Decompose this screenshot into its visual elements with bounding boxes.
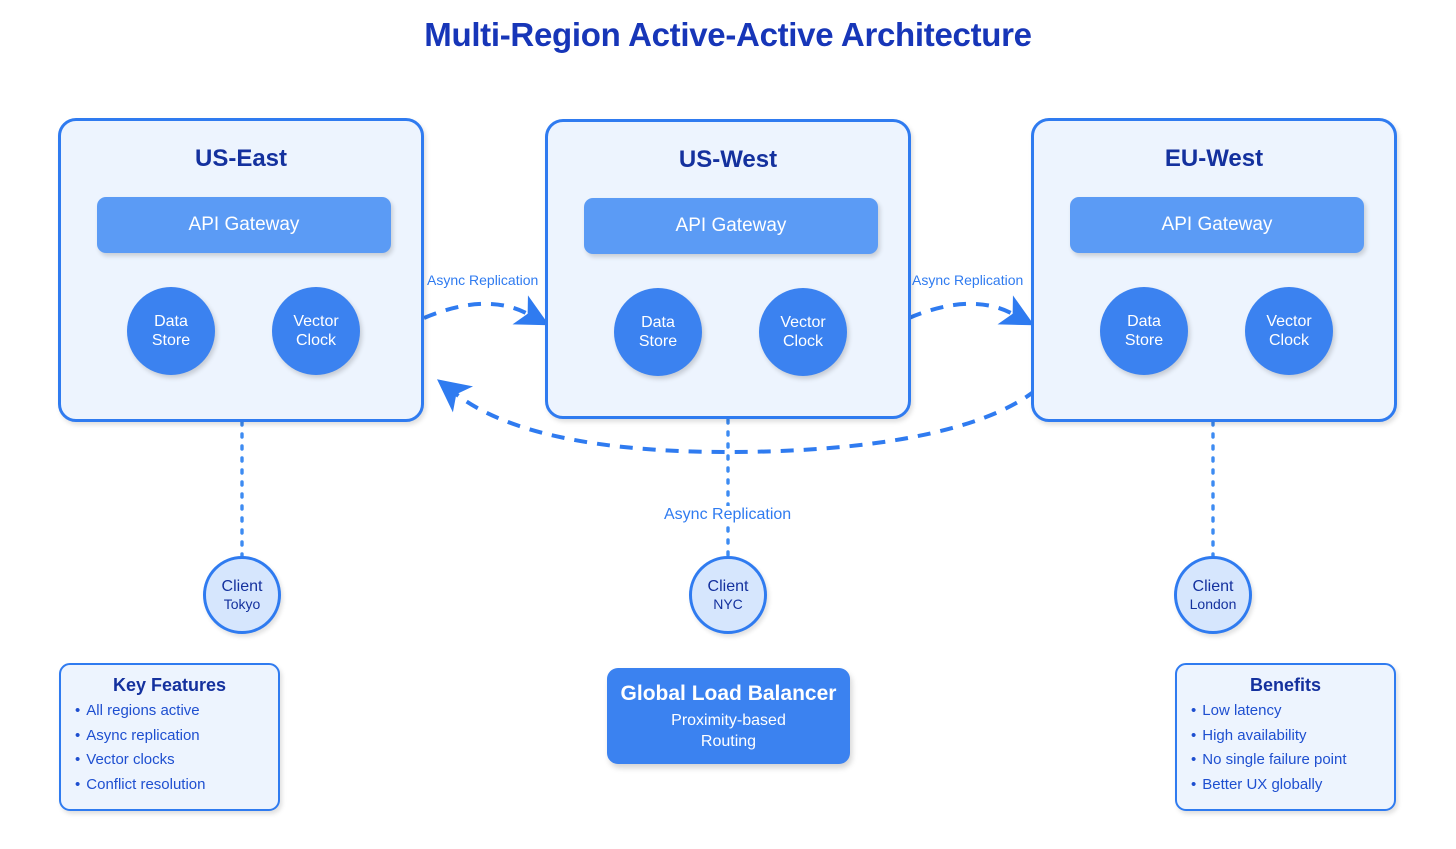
list-item: Conflict resolution bbox=[75, 773, 264, 798]
vector-clock-node[interactable]: Vector Clock bbox=[1245, 287, 1333, 375]
edge-label-useast-uswest: Async Replication bbox=[427, 272, 539, 288]
link-useast-uswest bbox=[423, 295, 550, 326]
edge-label-uswest-euwest: Async Replication bbox=[912, 272, 1024, 288]
page-title: Multi-Region Active-Active Architecture bbox=[424, 16, 1032, 53]
edge-label-return: Async Replication bbox=[658, 506, 798, 524]
node-line-2: Clock bbox=[295, 332, 336, 349]
client-london[interactable]: Client London bbox=[1174, 556, 1252, 634]
api-gateway[interactable]: API Gateway bbox=[584, 198, 878, 254]
client-nyc[interactable]: Client NYC bbox=[689, 556, 767, 634]
node-line-1: Vector bbox=[293, 313, 339, 330]
node-line-2: Clock bbox=[782, 333, 823, 350]
node-line-1: Data bbox=[641, 314, 675, 331]
key-features-panel: Key Features All regions active Async re… bbox=[59, 663, 280, 811]
client-location: NYC bbox=[713, 595, 743, 612]
client-label: Client bbox=[1192, 577, 1234, 595]
region-eu-west[interactable]: EU-West API Gateway Data Store Vector Cl… bbox=[1031, 118, 1397, 422]
global-load-balancer[interactable]: Global Load Balancer Proximity-based Rou… bbox=[607, 668, 850, 764]
node-line-2: Clock bbox=[1268, 332, 1309, 349]
list-item: Low latency bbox=[1191, 699, 1380, 724]
client-tokyo[interactable]: Client Tokyo bbox=[203, 556, 281, 634]
node-line-2: Store bbox=[151, 332, 191, 349]
benefits-list: Low latency High availability No single … bbox=[1191, 699, 1380, 797]
list-item: High availability bbox=[1191, 724, 1380, 749]
node-line-1: Vector bbox=[1266, 313, 1312, 330]
client-label: Client bbox=[221, 577, 263, 595]
region-us-west[interactable]: US-West API Gateway Data Store Vector Cl… bbox=[545, 119, 911, 419]
vector-clock-node[interactable]: Vector Clock bbox=[272, 287, 360, 375]
node-line-1: Data bbox=[154, 313, 188, 330]
client-location: London bbox=[1189, 595, 1237, 612]
node-line-1: Data bbox=[1127, 313, 1161, 330]
key-features-list: All regions active Async replication Vec… bbox=[75, 699, 264, 797]
node-line-1: Vector bbox=[780, 314, 826, 331]
api-gateway[interactable]: API Gateway bbox=[1070, 197, 1364, 253]
list-item: No single failure point bbox=[1191, 748, 1380, 773]
data-store-node[interactable]: Data Store bbox=[614, 288, 702, 376]
list-item: Async replication bbox=[75, 724, 264, 749]
list-item: Better UX globally bbox=[1191, 773, 1380, 798]
api-gateway[interactable]: API Gateway bbox=[97, 197, 391, 253]
benefits-panel: Benefits Low latency High availability N… bbox=[1175, 663, 1396, 811]
load-balancer-subtitle: Proximity-based Routing bbox=[671, 710, 786, 752]
link-uswest-euwest bbox=[908, 295, 1035, 326]
region-title: US-East bbox=[194, 145, 288, 172]
node-line-2: Store bbox=[638, 333, 678, 350]
data-store-node[interactable]: Data Store bbox=[1100, 287, 1188, 375]
region-title: EU-West bbox=[1164, 145, 1264, 172]
region-title: US-West bbox=[678, 146, 778, 173]
client-label: Client bbox=[707, 577, 749, 595]
subtitle-line-2: Routing bbox=[700, 733, 757, 750]
benefits-heading: Benefits bbox=[1249, 675, 1321, 695]
node-line-2: Store bbox=[1124, 332, 1164, 349]
data-store-node[interactable]: Data Store bbox=[127, 287, 215, 375]
key-features-heading: Key Features bbox=[112, 675, 227, 695]
load-balancer-title: Global Load Balancer bbox=[620, 682, 837, 705]
list-item: All regions active bbox=[75, 699, 264, 724]
list-item: Vector clocks bbox=[75, 748, 264, 773]
vector-clock-node[interactable]: Vector Clock bbox=[759, 288, 847, 376]
subtitle-line-1: Proximity-based bbox=[671, 712, 786, 729]
region-us-east[interactable]: US-East API Gateway Data Store Vector Cl… bbox=[58, 118, 424, 422]
client-location: Tokyo bbox=[223, 595, 261, 612]
